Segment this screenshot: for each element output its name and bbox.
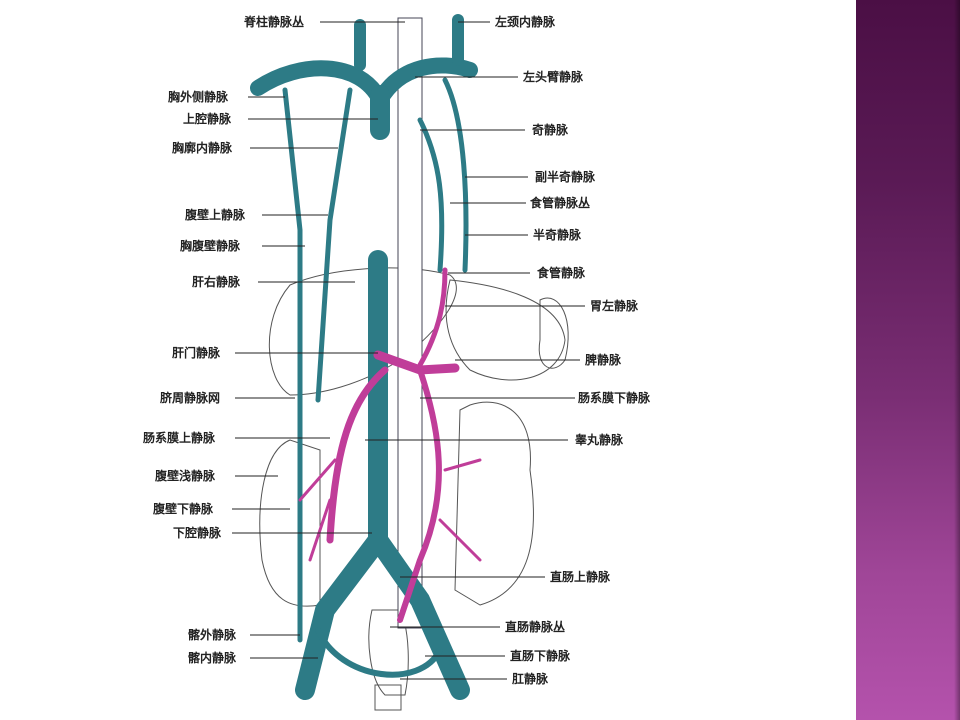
label-right: 肛静脉: [512, 672, 549, 686]
label-right: 食管静脉: [537, 266, 586, 280]
label-left: 腹壁上静脉: [185, 208, 246, 222]
azygos-vein: [417, 117, 445, 273]
label-left: 腹壁浅静脉: [155, 469, 216, 483]
thoracoepigastric-vein: [282, 87, 303, 643]
colon-right-outline: [259, 439, 321, 607]
label-right: 睾丸静脉: [575, 433, 624, 447]
label-right: 左头臂静脉: [523, 70, 584, 84]
label-left: 脊柱静脉丛: [244, 15, 305, 29]
label-right: 食管静脉丛: [530, 196, 591, 210]
label-right: 直肠下静脉: [510, 649, 571, 663]
mesenteric-branches: [298, 458, 482, 562]
decorative-side-panel: [856, 0, 960, 720]
internal-iliac-vein: [315, 627, 443, 678]
liver-outline: [268, 267, 457, 396]
label-right: 副半奇静脉: [535, 170, 596, 184]
hemiazygos-vein: [442, 77, 469, 273]
label-left: 腹壁下静脉: [153, 502, 214, 516]
label-right: 奇静脉: [532, 123, 569, 137]
label-left: 髂内静脉: [188, 651, 237, 665]
label-left: 肝门静脉: [172, 346, 221, 360]
label-left: 胸腹壁静脉: [180, 239, 241, 253]
inferior-vena-cava: [295, 250, 470, 700]
left-gastric-vein: [417, 267, 448, 368]
label-right: 胃左静脉: [590, 299, 639, 313]
inferior-mesenteric-vein: [397, 367, 442, 623]
label-right: 肠系膜下静脉: [578, 391, 651, 405]
label-right: 直肠静脉丛: [505, 620, 566, 634]
label-left: 肝右静脉: [192, 275, 241, 289]
vertebral-column: [397, 17, 423, 629]
internal-thoracic-vein: [315, 87, 353, 403]
portal-systemic-vein-diagram: [232, 14, 585, 711]
label-left: 肠系膜上静脉: [143, 431, 216, 445]
brachiocephalic-veins: [250, 57, 478, 117]
stomach-outline: [445, 279, 566, 381]
label-right: 左颈内静脉: [495, 15, 556, 29]
colon-left-outline: [454, 401, 534, 606]
systemic-veins: [250, 14, 478, 700]
leader-lines: [232, 21, 585, 680]
label-right: 直肠上静脉: [550, 570, 611, 584]
label-left: 脐周静脉网: [160, 391, 221, 405]
label-left: 下腔静脉: [173, 526, 222, 540]
label-left: 髂外静脉: [188, 628, 237, 642]
portal-veins: [298, 267, 482, 623]
label-left: 胸外侧静脉: [168, 90, 229, 104]
superior-mesenteric-vein: [326, 366, 389, 544]
anal-canal: [374, 684, 402, 711]
label-left: 胸廓内静脉: [172, 141, 233, 155]
label-right: 脾静脉: [585, 353, 622, 367]
label-right: 半奇静脉: [533, 228, 582, 242]
label-left: 上腔静脉: [183, 112, 232, 126]
